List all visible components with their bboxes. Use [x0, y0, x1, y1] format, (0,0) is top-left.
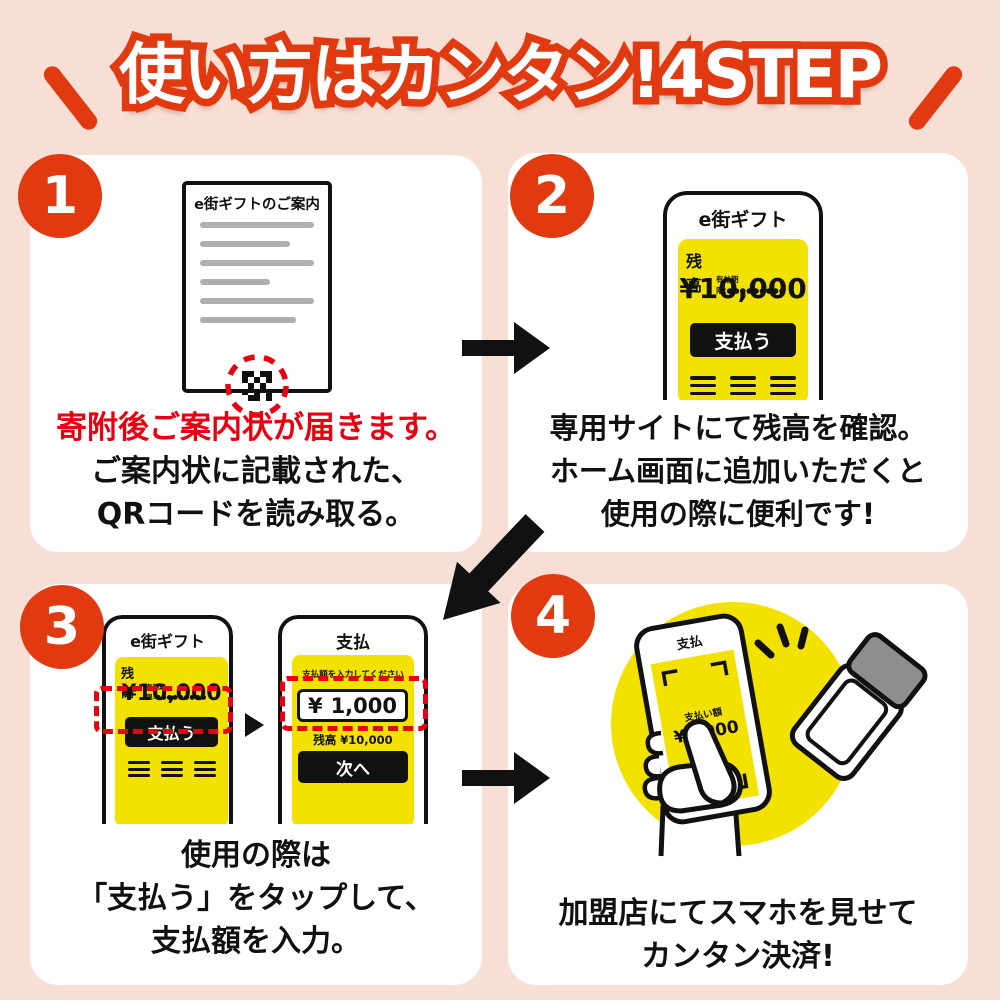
currency-symbol: ¥ [308, 693, 323, 718]
guide-letter-illustration: e街ギフトのご案内 [182, 181, 332, 418]
arrow-step3-to-step4-icon [462, 752, 550, 804]
phone-frame: e街ギフト 残高 有効期限:●●●●●●●●● ¥10,000 支払う [102, 615, 233, 824]
text-line-placeholder [200, 241, 290, 247]
store-payment-illustration: 支払 支払い額 ¥1,000 [611, 602, 928, 857]
qr-code-highlight [224, 353, 290, 419]
step2-caption-line2: ホーム画面に追加いただくと [549, 454, 927, 488]
title-banner: 使い方はカンタン!4STEP 使い方はカンタン!4STEP [0, 20, 1000, 135]
menu-icon [730, 376, 756, 395]
next-triangle-icon [245, 713, 264, 737]
phone-illustration: e街ギフト 残高 有効期限:●●●●●●●●● ¥10,000 支払う [663, 191, 823, 400]
text-line-placeholder [200, 222, 314, 228]
page-title-text: 使い方はカンタン!4STEP [118, 36, 883, 113]
step2-card: e街ギフト 残高 有効期限:●●●●●●●●● ¥10,000 支払う [508, 153, 968, 552]
guide-letter-title: e街ギフトのご案内 [194, 197, 320, 213]
step1-caption: 寄附後ご案内状が届きます。 ご案内状に記載された、 QRコードを読み取る。 [30, 407, 482, 536]
step2-number-badge: 2 [510, 154, 594, 238]
app-screen: 残高 有効期限:●●●●●●●●● ¥10,000 支払う [115, 657, 228, 824]
text-line-placeholder [200, 298, 314, 304]
app-header: 支払 [336, 633, 370, 653]
step4-card: 支払 支払い額 ¥1,000 [508, 584, 968, 985]
step3-caption-line1: 使用の際は [181, 838, 331, 873]
menu-row [678, 376, 808, 395]
menu-icon [160, 761, 183, 777]
menu-icon [127, 761, 150, 777]
menu-icon [193, 761, 216, 777]
step3-caption-line3: 支払額を入力。 [151, 924, 361, 959]
step2-caption: 専用サイトにて残高を確認。 ホーム画面に追加いただくと 使用の際に便利です! [508, 407, 968, 536]
step3-caption-line2: 「支払う」をタップして、 [77, 881, 435, 916]
balance-row: 残高 有効期限:●●●●●●●●● [686, 248, 802, 296]
step2-caption-line3: 使用の際に便利です! [600, 497, 876, 531]
thumb [682, 719, 737, 806]
phone-frame: e街ギフト 残高 有効期限:●●●●●●●●● ¥10,000 支払う [663, 191, 823, 400]
app-screen: 支払額を入力してください ¥ 1,000 残高 ¥10,000 次へ [292, 655, 414, 824]
highlight-amount-input [280, 676, 428, 731]
pay-button: 支払う [690, 323, 796, 357]
step3-number-badge: 3 [20, 585, 104, 669]
step1-number-badge: 1 [18, 154, 102, 238]
step4-number-badge: 4 [511, 574, 595, 658]
qr-code-icon [225, 354, 289, 418]
expiry-text: 有効期限:●●●●●●●●● [715, 275, 786, 295]
card-reader-icon [789, 632, 928, 781]
menu-row [115, 761, 228, 777]
menu-icon [690, 376, 716, 395]
emphasis-slash-right-icon [905, 62, 966, 134]
page-title: 使い方はカンタン!4STEP 使い方はカンタン!4STEP [111, 20, 890, 130]
beep-marks-icon [754, 623, 809, 659]
balance-text: 残高 ¥10,000 [313, 733, 393, 747]
step1-caption-line3: QRコードを読み取る。 [96, 497, 416, 532]
step3-caption: 使用の際は 「支払う」をタップして、 支払額を入力。 [30, 834, 482, 963]
app-header: e街ギフト [130, 632, 205, 651]
page-title-outline: 使い方はカンタン!4STEP [111, 29, 890, 121]
next-button: 次へ [298, 751, 408, 783]
step1-caption-line1: 寄附後ご案内状が届きます。 [56, 410, 456, 446]
step4-caption-line1: 加盟店にてスマホを見せて [558, 896, 918, 931]
text-line-placeholder [200, 279, 270, 285]
step1-caption-line2: ご案内状に記載された、 [91, 454, 421, 489]
step3-card: e街ギフト 残高 有効期限:●●●●●●●●● ¥10,000 支払う [30, 584, 482, 985]
menu-icon [770, 376, 796, 395]
app-screen: 残高 有効期限:●●●●●●●●● ¥10,000 支払う [678, 239, 808, 400]
amount-value: 1,000 [330, 693, 397, 718]
app-header: e街ギフト [698, 209, 788, 231]
text-line-placeholder [200, 260, 314, 266]
arrow-step1-to-step2-icon [462, 322, 550, 374]
balance-amount: ¥10,000 [121, 681, 222, 706]
step2-caption-line1: 専用サイトにて残高を確認。 [549, 411, 927, 445]
app-header: 支払 [674, 633, 703, 653]
balance-label: 残高 [686, 252, 703, 295]
phone-before-illustration: e街ギフト 残高 有効期限:●●●●●●●●● ¥10,000 支払う [102, 615, 233, 824]
step1-card: e街ギフトのご案内 寄附 [30, 155, 482, 552]
step4-caption: 加盟店にてスマホを見せて カンタン決済! [508, 892, 968, 978]
highlight-pay-button [94, 686, 233, 734]
emphasis-slash-left-icon [40, 62, 101, 134]
balance-amount: ¥10,000 [679, 272, 807, 305]
amount-prompt: 支払額を入力してください [302, 670, 404, 680]
fingers [642, 730, 664, 801]
text-line-placeholder [200, 317, 296, 323]
amount-input: ¥ 1,000 [297, 689, 408, 722]
step4-caption-line2: カンタン決済! [641, 939, 835, 974]
arrow-step2-to-step3-icon [443, 514, 545, 620]
